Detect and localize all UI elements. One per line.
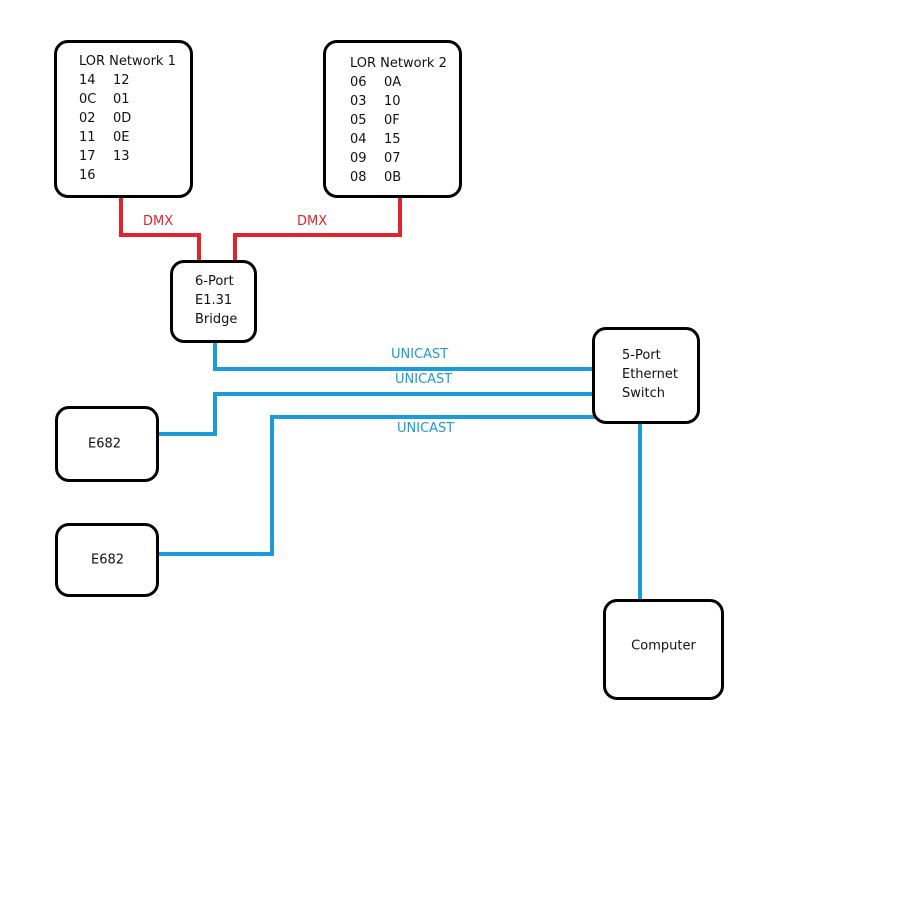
unit-id: 10 (384, 94, 401, 109)
e682-controller-2-box: E682 (55, 523, 159, 597)
unit-id: 02 (79, 111, 96, 126)
dmx-label-2: DMX (297, 214, 328, 229)
unit-id: 0F (384, 113, 400, 128)
lor-network-1-unit-list: 14 12 0C 01 02 0D 11 0E 17 13 16 (79, 71, 153, 185)
unit-row: 05 0F (350, 111, 424, 130)
dmx-label-1: DMX (143, 214, 174, 229)
unit-id: 12 (113, 73, 130, 88)
unicast-label-bridge: UNICAST (391, 347, 449, 362)
switch-label-line: Switch (622, 386, 665, 401)
switch-label-line: 5-Port (622, 348, 661, 363)
unit-row: 0C 01 (79, 90, 153, 109)
unit-row: 09 07 (350, 149, 424, 168)
unit-id: 07 (384, 151, 401, 166)
computer-label: Computer (631, 638, 696, 653)
unit-row: 03 10 (350, 92, 424, 111)
unicast-label-e682-1: UNICAST (395, 372, 453, 387)
unit-id: 0A (384, 75, 402, 90)
unit-id: 13 (113, 149, 130, 164)
unit-id: 0B (384, 170, 402, 185)
lor-network-2-unit-list: 06 0A 03 10 05 0F 04 15 09 07 08 0B (350, 73, 424, 187)
unit-id (113, 166, 153, 185)
e131-bridge-box: 6-Port E1.31 Bridge (170, 260, 257, 343)
unit-id: 0D (113, 111, 132, 126)
unit-id: 14 (79, 73, 96, 88)
unit-id: 11 (79, 130, 96, 145)
computer-box: Computer (603, 599, 724, 700)
e682-controller-1-label: E682 (88, 436, 122, 452)
unit-id: 03 (350, 94, 367, 109)
bridge-label-line: E1.31 (195, 293, 233, 308)
lor-network-2-title: LOR Network 2 (350, 56, 447, 71)
unicast-label-e682-2: UNICAST (397, 421, 455, 436)
unit-id: 05 (350, 113, 367, 128)
lor-network-1-box: LOR Network 1 14 12 0C 01 02 0D 11 0E 17… (54, 40, 193, 198)
unicast-wire-bridge (213, 342, 596, 371)
unit-id: 08 (350, 170, 367, 185)
dmx-wire-network-2 (233, 197, 402, 260)
unit-row: 17 13 (79, 147, 153, 166)
bridge-label-line: 6-Port (195, 274, 234, 289)
unit-id: 04 (350, 132, 367, 147)
lor-network-1-title: LOR Network 1 (79, 54, 176, 69)
unit-row: 11 0E (79, 128, 153, 147)
e682-controller-2-label: E682 (91, 552, 125, 568)
switch-label-line: Ethernet (622, 367, 678, 382)
unit-id: 15 (384, 132, 401, 147)
unit-id: 0E (113, 130, 130, 145)
unicast-wire-e682-1 (157, 392, 596, 436)
lor-network-2-box: LOR Network 2 06 0A 03 10 05 0F 04 15 09… (323, 40, 462, 198)
unit-id: 01 (113, 92, 130, 107)
unit-row: 04 15 (350, 130, 424, 149)
unicast-wire-e682-2 (157, 415, 596, 556)
bridge-label-line: Bridge (195, 312, 238, 327)
unit-id: 17 (79, 149, 96, 164)
unit-row: 08 0B (350, 168, 424, 187)
unit-id: 09 (350, 151, 367, 166)
unit-id: 16 (79, 168, 96, 183)
unit-row: 02 0D (79, 109, 153, 128)
unit-row: 16 (79, 166, 153, 185)
unit-id: 0C (79, 92, 97, 107)
dmx-wire-network-1 (119, 197, 201, 260)
ethernet-switch-box: 5-Port Ethernet Switch (592, 327, 700, 424)
unit-row: 06 0A (350, 73, 424, 92)
unit-row: 14 12 (79, 71, 153, 90)
e682-controller-1-box: E682 (55, 406, 159, 482)
unit-id: 06 (350, 75, 367, 90)
